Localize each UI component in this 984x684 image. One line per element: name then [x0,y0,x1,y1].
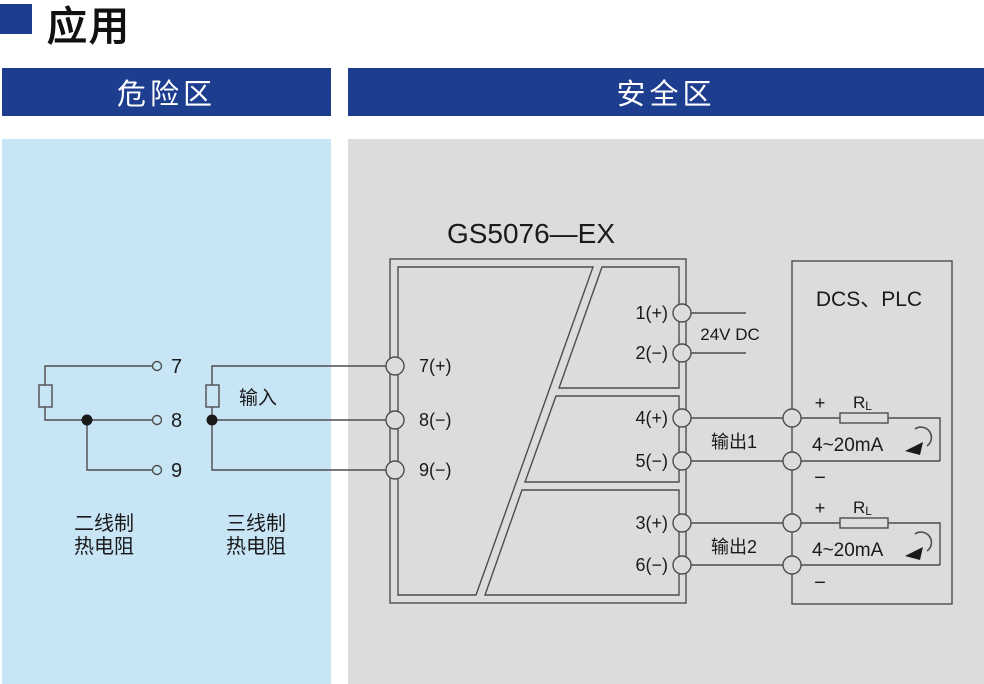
signal-range-label: 4~20mA [812,435,884,456]
output1-terminal-label-4: 4(+) [635,408,668,428]
hazardous-zone-panel [2,139,331,684]
rtd-resistor-symbol [205,384,220,408]
safe-zone-header: 安全区 [348,68,984,116]
input-terminal-label-9: 9(−) [419,460,452,480]
safe-zone-label: 安全区 [616,79,716,111]
three-wire-rtd-caption-line1: 三线制 [226,512,286,535]
junction-dot [81,414,93,426]
output1-terminal-label-5: 5(−) [635,451,668,471]
polarity-plus-label: + [815,498,826,518]
output2-terminal-label-6: 6(−) [635,555,668,575]
isolator-block: GS5076—EX 7(+) 8(−) 9(−) 1(+) 2(−) 4(+) … [385,218,783,604]
terminal-number-7: 7 [171,356,182,378]
output-wires [691,417,783,566]
dcs-terminal-circle [782,513,802,533]
hazardous-zone-label: 危险区 [116,79,216,111]
terminal-circle-7-plus [385,356,405,376]
three-wire-rtd-caption-line2: 热电阻 [226,535,286,558]
input-terminal-label-8: 8(−) [419,410,452,430]
dcs-title: DCS、PLC [816,288,922,311]
current-direction-arrow [905,531,933,560]
input-label: 输入 [239,387,277,409]
terminal-circle-9-minus [385,460,405,480]
safe-zone-panel [348,139,984,684]
power-terminal-label-1: 1(+) [635,303,668,323]
dcs-outline [791,260,953,605]
isolator-model-label: GS5076—EX [447,218,615,249]
polarity-minus-label: − [814,467,826,489]
input-terminal-label-7: 7(+) [419,356,452,376]
polarity-plus-label: + [815,393,826,413]
power-terminal-label-2: 2(−) [635,343,668,363]
load-resistor-label: RL [853,393,872,413]
power-wires [691,312,746,354]
current-loop-2: + RL 4~20mA − [801,498,941,594]
two-wire-rtd-caption-line1: 二线制 [74,512,134,535]
terminal-circle-8 [151,414,163,426]
current-direction-arrow [905,426,933,455]
current-loop-1: + RL 4~20mA − [801,393,941,489]
isolator-output2-section [484,489,680,596]
load-resistor-symbol [839,517,889,529]
load-resistor-symbol [839,412,889,424]
rtd-resistor-symbol [38,384,53,408]
terminal-circle-5-minus [672,451,692,471]
output1-label: 输出1 [711,432,757,452]
terminal-circle-7 [151,360,163,372]
two-wire-rtd-circuit: 7 8 9 二线制 热电阻 [38,356,182,558]
terminal-circle-1-plus [672,303,692,323]
two-wire-rtd-caption-line2: 热电阻 [74,535,134,558]
output2-terminal-label-3: 3(+) [635,513,668,533]
load-resistor-label: RL [853,498,872,518]
terminal-number-9: 9 [171,460,182,482]
isolator-output1-section [524,395,680,483]
title-bullet [0,4,32,34]
terminal-number-8: 8 [171,410,182,432]
power-supply-label: 24V DC [700,325,760,344]
terminal-circle-8-minus [385,410,405,430]
dcs-terminal-circle [782,408,802,428]
junction-dot [206,414,218,426]
output2-label: 输出2 [711,537,757,557]
dcs-terminal-circle [782,451,802,471]
terminal-circle-2-minus [672,343,692,363]
polarity-minus-label: − [814,572,826,594]
signal-range-label: 4~20mA [812,540,884,561]
isolator-outline [389,258,687,604]
terminal-circle-6-minus [672,555,692,575]
terminal-circle-3-plus [672,513,692,533]
dcs-terminal-circle [782,555,802,575]
terminal-circle-4-plus [672,408,692,428]
hazardous-zone-header: 危险区 [2,68,331,116]
isolator-input-section [397,266,594,596]
three-wire-rtd-circuit: 输入 三线制 热电阻 [205,365,386,558]
terminal-circle-9 [151,464,163,476]
dcs-plc-box: DCS、PLC + RL 4~20mA − + RL 4~20mA − [782,260,953,605]
page-title: 应用 [47,5,131,49]
isolator-power-section [558,266,680,389]
